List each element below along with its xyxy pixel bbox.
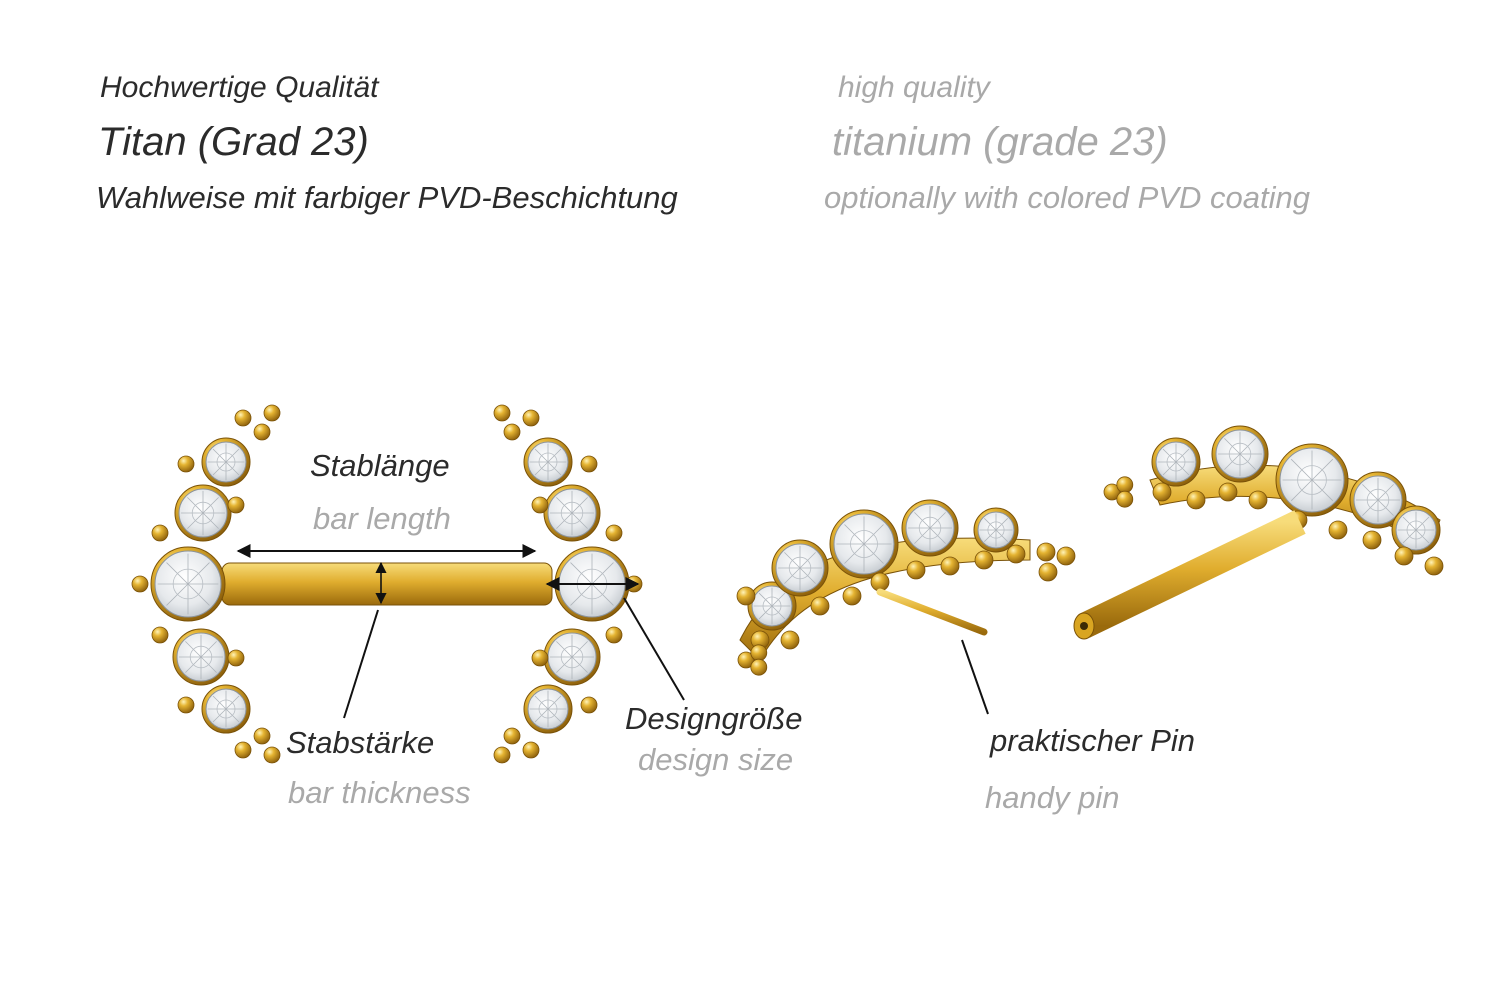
crystal-stone [543, 628, 601, 686]
gold-bead [522, 409, 540, 427]
pin-leader [961, 639, 989, 715]
threaded-bar [1078, 510, 1306, 638]
gold-bead [1424, 556, 1444, 576]
pin-label-en: handy pin [985, 780, 1120, 815]
gold-bead [253, 423, 271, 441]
crystal-stone [1211, 425, 1269, 483]
pin-label-de: praktischer Pin [990, 723, 1196, 758]
crystal-stone [747, 581, 797, 631]
crystal-stone [973, 507, 1019, 553]
coating-label-de: Wahlweise mit farbiger PVD-Beschichtung [96, 180, 678, 215]
gold-bead [151, 626, 169, 644]
gold-bead [1103, 483, 1121, 501]
crystal-stone [1349, 471, 1407, 529]
crystal-stone [174, 484, 232, 542]
crystal-stone [150, 546, 226, 622]
gold-bead [810, 596, 830, 616]
gold-bead [605, 524, 623, 542]
gold-bead [1038, 562, 1058, 582]
gold-bead [750, 658, 768, 676]
bar-length-label-de: Stablänge [310, 448, 450, 483]
gold-bead [580, 696, 598, 714]
gold-bead [1362, 530, 1382, 550]
head-with-bar [1073, 425, 1444, 640]
gold-bead [580, 455, 598, 473]
crystal-stone [523, 437, 573, 487]
gold-bead [1036, 542, 1056, 562]
crystal-stone [829, 509, 899, 579]
gold-bead [1248, 490, 1268, 510]
gold-bead [605, 626, 623, 644]
crystal-stone [201, 684, 251, 734]
thread-hole [1080, 622, 1088, 630]
gold-bead [531, 649, 549, 667]
gold-bead [493, 746, 511, 764]
gold-bead [234, 741, 252, 759]
gold-bead [1186, 490, 1206, 510]
bar-length-label-en: bar length [313, 501, 451, 536]
gold-bead [522, 741, 540, 759]
crystal-stone [201, 437, 251, 487]
bar-thickness-leader [343, 609, 379, 719]
gold-bead [780, 630, 800, 650]
gold-bead [177, 455, 195, 473]
gold-bead [1006, 544, 1026, 564]
head-with-pin [736, 499, 1076, 676]
gold-bead [131, 575, 149, 593]
quality-label-de: Hochwertige Qualität [100, 71, 379, 104]
gold-bead [1116, 490, 1134, 508]
gold-bead [253, 727, 271, 745]
gold-bead [1328, 520, 1348, 540]
side-view-pieces [736, 425, 1444, 676]
quality-label-en: high quality [838, 71, 990, 104]
gold-bead [503, 423, 521, 441]
gold-bead [531, 496, 549, 514]
gold-bead [263, 404, 281, 422]
gold-bead [940, 556, 960, 576]
gold-bead [870, 572, 890, 592]
crystal-stone [901, 499, 959, 557]
gold-bead [263, 746, 281, 764]
gold-bead [234, 409, 252, 427]
crystal-stone [1275, 443, 1349, 517]
crystal-stone [543, 484, 601, 542]
gold-bead [151, 524, 169, 542]
design-size-label-de: Designgröße [625, 701, 803, 736]
gold-bead [750, 644, 768, 662]
short-pin [876, 588, 988, 636]
coating-label-en: optionally with colored PVD coating [824, 180, 1310, 215]
crystal-stone [172, 628, 230, 686]
gold-bead [974, 550, 994, 570]
gold-bead [737, 651, 755, 669]
crystal-stone [771, 539, 829, 597]
gold-bead [906, 560, 926, 580]
gold-bead [1152, 482, 1172, 502]
design-size-label-en: design size [638, 742, 794, 777]
gold-bead [1394, 546, 1414, 566]
gold-bead [736, 586, 756, 606]
material-label-de: Titan (Grad 23) [98, 120, 369, 164]
barbell-bar [221, 562, 553, 606]
crystal-stone [1151, 437, 1201, 487]
gold-bead [1056, 546, 1076, 566]
gold-bead [503, 727, 521, 745]
gold-bead [1218, 482, 1238, 502]
gold-bead [227, 649, 245, 667]
bar-thickness-label-de: Stabstärke [286, 725, 435, 760]
gold-bead [227, 496, 245, 514]
gold-bead [842, 586, 862, 606]
front-view-barbell [131, 404, 643, 764]
material-label-en: titanium (grade 23) [832, 120, 1168, 164]
gold-bead [177, 696, 195, 714]
bar-thickness-label-en: bar thickness [288, 775, 471, 810]
crystal-stone [523, 684, 573, 734]
gold-bead [493, 404, 511, 422]
gold-bead [1116, 476, 1134, 494]
design-size-leader [623, 597, 685, 701]
crystal-stone [1391, 505, 1441, 555]
